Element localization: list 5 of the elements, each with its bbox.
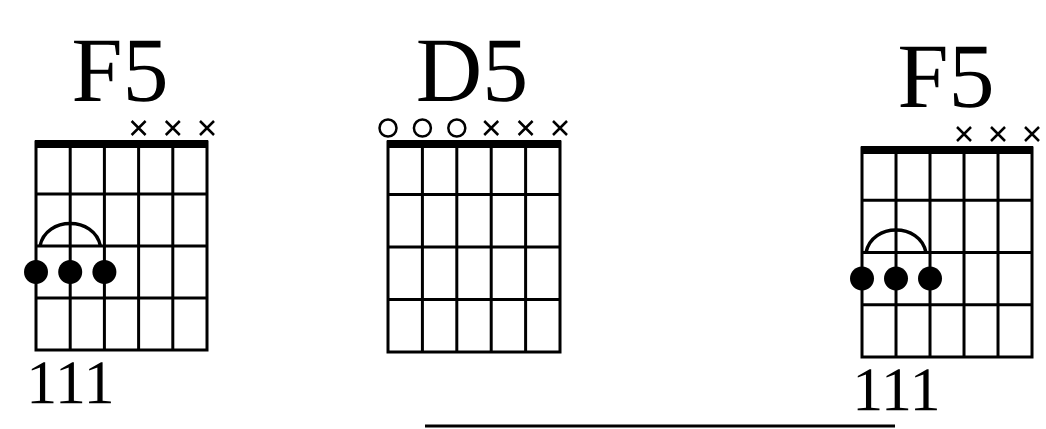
finger-numbers: 111 [857,369,937,411]
chord-name: F5 [74,40,165,102]
chord-name: D5 [418,40,525,102]
chord-name: F5 [900,46,991,108]
finger-numbers: 111 [31,362,111,404]
